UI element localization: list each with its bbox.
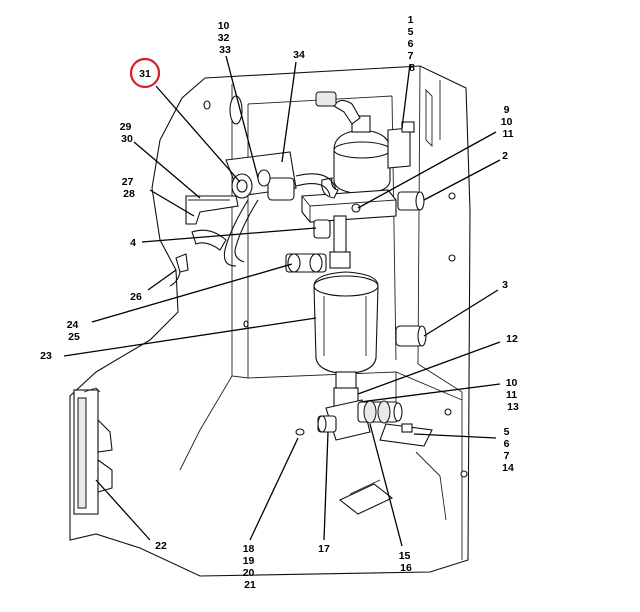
receiver-tank	[315, 91, 415, 195]
callout-26: 26	[130, 291, 142, 303]
callout-labels: 1 5 6 7 8 10 32 33 34 31 29 30 27 28 9 1…	[40, 14, 521, 591]
callout-18-19-20-21: 18 19 20 21	[243, 543, 258, 591]
fitting-24-25	[285, 253, 327, 273]
callout-23: 23	[40, 350, 52, 362]
callout-2: 2	[502, 150, 508, 162]
door-latch-strip	[73, 387, 113, 515]
callout-12: 12	[506, 333, 518, 345]
fitting-3	[395, 325, 427, 347]
valve-assembly	[317, 387, 433, 447]
callout-9-10-11: 9 10 11	[501, 104, 516, 140]
manifold	[295, 173, 425, 269]
callout-31: 31	[139, 68, 151, 80]
filter-drier	[313, 271, 379, 393]
callout-27-28: 27 28	[122, 176, 137, 200]
callout-10-11-13: 10 11 13	[506, 377, 521, 413]
callout-17: 17	[318, 543, 330, 555]
callout-24-25: 24 25	[67, 319, 82, 343]
callout-10-32-33: 10 32 33	[218, 20, 233, 56]
callout-15-16: 15 16	[399, 550, 414, 574]
left-pipe-assembly	[169, 151, 297, 287]
leader-lines	[63, 55, 501, 547]
callout-3: 3	[502, 279, 508, 291]
callout-1-5-6-7-8: 1 5 6 7 8	[408, 14, 417, 74]
callout-4: 4	[130, 237, 136, 249]
callout-29-30: 29 30	[120, 121, 135, 145]
highlight-circle	[129, 57, 161, 89]
callout-34: 34	[293, 49, 305, 61]
callout-22: 22	[155, 540, 167, 552]
callout-5-6-7-14: 5 6 7 14	[502, 426, 514, 474]
